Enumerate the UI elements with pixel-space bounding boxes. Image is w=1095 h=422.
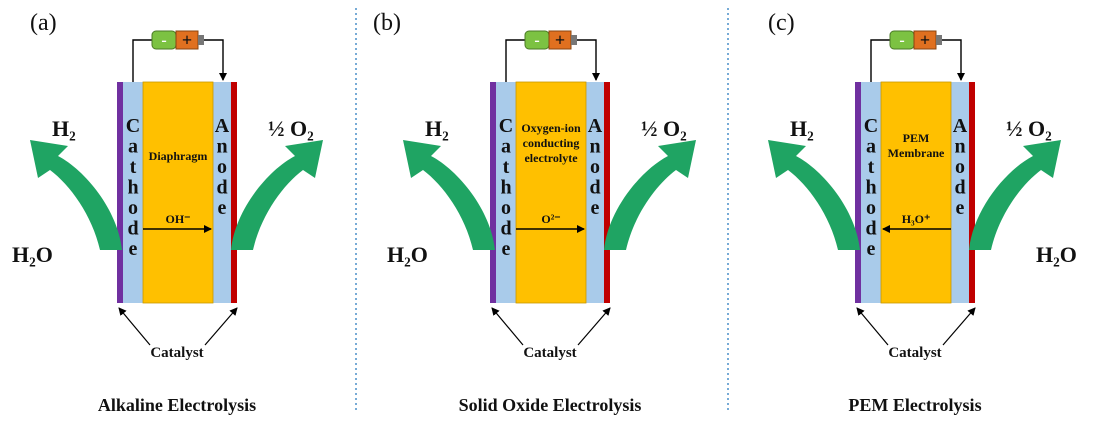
anode-catalyst-layer (604, 82, 610, 303)
water-input-label: H₂O (1036, 242, 1077, 267)
o2-evolution-arrow-icon (604, 140, 696, 250)
wire-anode (942, 39, 965, 81)
catalyst-pointer-cathode (118, 307, 151, 346)
water-input-label: H₂O (12, 242, 53, 267)
catalyst-label: Catalyst (523, 345, 576, 361)
ion-label: OH⁻ (165, 212, 190, 226)
battery-minus-sign: - (534, 32, 539, 49)
o2-evolution-arrow-icon (969, 140, 1061, 250)
water-input-label: H₂O (387, 242, 428, 267)
o2-evolution-arrow-icon (231, 140, 323, 250)
battery-icon: -+ (524, 30, 577, 50)
o2-product-label: ½ O₂ (641, 116, 687, 141)
battery-minus-sign: - (161, 32, 166, 49)
panel-title: Solid Oxide Electrolysis (459, 395, 642, 415)
ion-label: H₃O⁺ (902, 212, 931, 226)
anode-electrode (213, 82, 231, 303)
cathode-catalyst-layer (117, 82, 123, 303)
h2-evolution-arrow-icon (30, 140, 122, 250)
wire-anode (577, 39, 600, 81)
cathode-electrode (861, 82, 881, 303)
o2-product-label: ½ O₂ (268, 116, 314, 141)
catalyst-pointer-cathode (856, 307, 889, 346)
cathode-catalyst-layer (490, 82, 496, 303)
h2-product-label: H₂ (52, 116, 76, 141)
panel-title: Alkaline Electrolysis (98, 395, 256, 415)
wire-cathode (870, 39, 890, 82)
anode-electrode (586, 82, 604, 303)
electrolyte-body (880, 81, 952, 304)
catalyst-pointer-anode (942, 307, 976, 346)
battery-plus-sign: + (920, 30, 930, 50)
h2-product-label: H₂ (790, 116, 814, 141)
catalyst-label: Catalyst (888, 345, 941, 361)
battery-minus-sign: - (899, 32, 904, 49)
panel-letter: (a) (30, 10, 57, 36)
battery-plus-sign: + (555, 30, 565, 50)
battery-icon: -+ (151, 30, 204, 50)
battery-cap (198, 35, 204, 45)
anode-catalyst-layer (231, 82, 237, 303)
cathode-electrode (123, 82, 143, 303)
ion-label: O²⁻ (541, 212, 560, 226)
o2-product-label: ½ O₂ (1006, 116, 1052, 141)
wire-cathode (505, 39, 525, 82)
wire-cathode (132, 39, 152, 82)
anode-electrode (951, 82, 969, 303)
panel-letter: (b) (373, 10, 401, 36)
battery-cap (571, 35, 577, 45)
battery-plus-sign: + (182, 30, 192, 50)
electrolyte-label-line: Membrane (888, 146, 945, 160)
wire-anode (204, 39, 227, 81)
electrolyte-label-line: PEM (903, 131, 930, 145)
catalyst-pointer-anode (577, 307, 611, 346)
electrolyte-label-line: electrolyte (524, 151, 578, 165)
electrolyte-label-line: conducting (523, 136, 580, 150)
electrolyte-label-line: Diaphragm (149, 149, 208, 163)
cathode-catalyst-layer (855, 82, 861, 303)
catalyst-label: Catalyst (150, 345, 203, 361)
battery-icon: -+ (889, 30, 942, 50)
catalyst-pointer-cathode (491, 307, 524, 346)
panel-letter: (c) (768, 10, 795, 36)
h2-evolution-arrow-icon (768, 140, 860, 250)
electrolyte-body (142, 81, 214, 304)
panel-title: PEM Electrolysis (848, 395, 981, 415)
catalyst-pointer-anode (204, 307, 238, 346)
h2-evolution-arrow-icon (403, 140, 495, 250)
anode-catalyst-layer (969, 82, 975, 303)
battery-cap (936, 35, 942, 45)
electrolyte-label-line: Oxygen-ion (521, 121, 581, 135)
h2-product-label: H₂ (425, 116, 449, 141)
cathode-electrode (496, 82, 516, 303)
electrolyte-body (515, 81, 587, 304)
